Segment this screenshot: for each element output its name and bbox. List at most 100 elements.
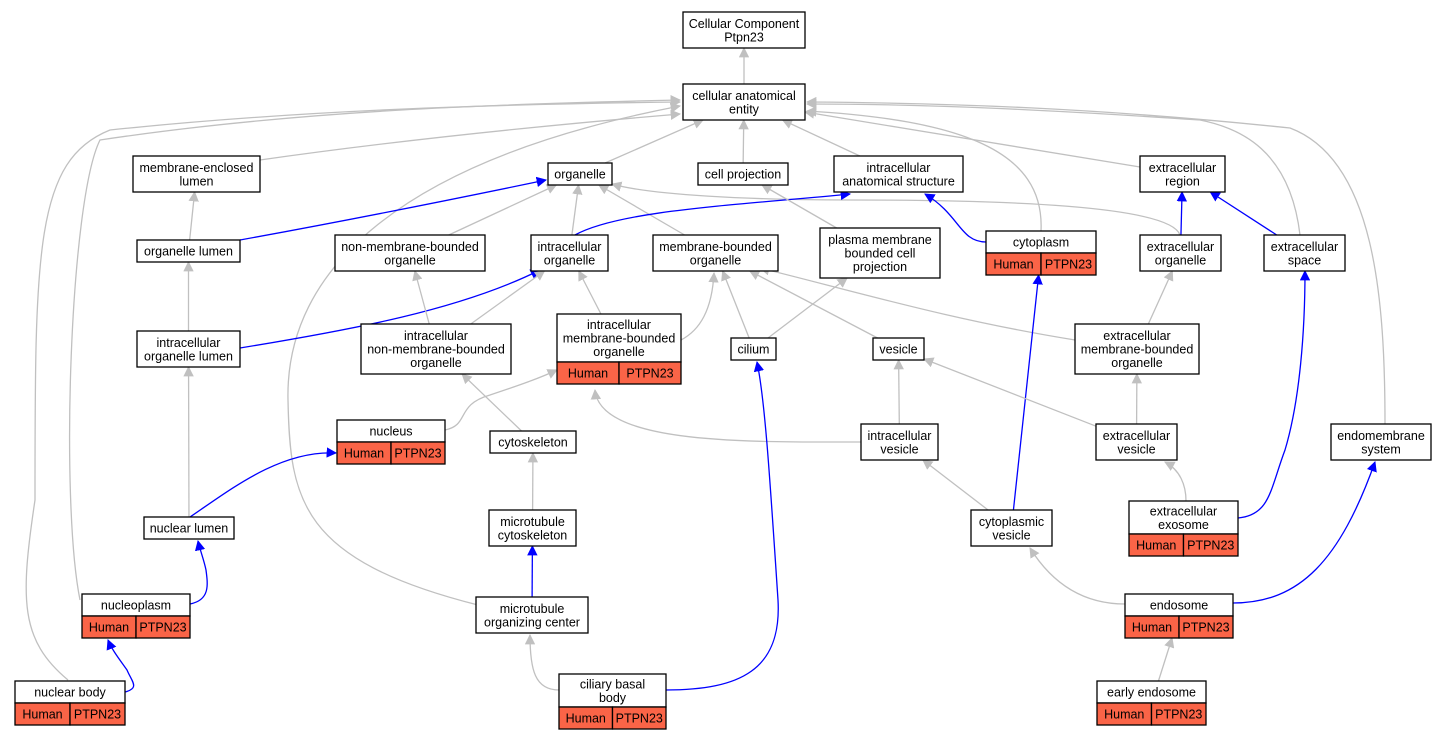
node-box: [652, 234, 779, 272]
node-label-line: cytoplasm: [1013, 236, 1069, 250]
edge-imbo-to-mbo: [680, 271, 719, 341]
node-label-line: intracellular: [867, 161, 931, 175]
node-box: [334, 234, 486, 272]
edge-line: [1012, 273, 1043, 511]
node-label-line: organelle: [410, 356, 461, 370]
edge-exorg-to-organelle: [611, 181, 1181, 236]
edge-line: [574, 189, 852, 236]
edge-exves-to-vesicle: [923, 357, 1097, 427]
edge-endosome-to-cytoves: [1029, 547, 1126, 605]
edge-line: [578, 270, 602, 315]
edge-orglumen-to-mel: [188, 190, 199, 241]
node-cilium[interactable]: cilium: [730, 337, 777, 361]
annotation-gene-cell: [1150, 702, 1207, 726]
edge-nuclumen-to-nucleus: [189, 447, 338, 518]
node-nuclumen[interactable]: nuclear lumen: [143, 516, 235, 540]
node-label-line: membrane-enclosed: [140, 161, 254, 175]
node-box: [860, 423, 939, 461]
node-label-line: anatomical structure: [842, 174, 955, 188]
edge-cbb-to-cilium: [665, 360, 779, 691]
node-vesicle[interactable]: vesicle: [872, 337, 925, 361]
node-label-line: intracellular: [587, 318, 651, 332]
edge-exosome-to-exves: [1164, 461, 1187, 502]
annotation-species-label: Human: [22, 708, 62, 722]
edge-line: [239, 269, 541, 349]
node-box: [819, 227, 941, 279]
edge-pmbcp-to-cellproj: [761, 184, 837, 229]
edge-orglumen-to-organelle: [239, 176, 548, 241]
edge-line: [604, 119, 704, 164]
node-label-line: intracellular: [404, 329, 468, 343]
node-label-line: lumen: [179, 174, 213, 188]
edge-ias-to-cae: [781, 119, 861, 157]
node-box: [1128, 500, 1239, 535]
edge-line: [1029, 547, 1126, 605]
edge-line: [781, 119, 861, 157]
node-label-line: cytoskeleton: [498, 528, 568, 542]
node-label-line: ciliary basal: [580, 677, 645, 691]
node-label-line: extracellular: [1271, 240, 1338, 254]
node-label-line: membrane-bounded: [563, 332, 676, 346]
node-orglumen[interactable]: organelle lumen: [136, 239, 241, 263]
node-box: [475, 596, 589, 634]
edge-line: [597, 184, 685, 236]
edge-line: [287, 102, 682, 606]
annotation-gene-cell: [390, 441, 446, 465]
node-imbo[interactable]: intracellularmembrane-boundedorganelleHu…: [556, 313, 682, 385]
node-label-line: extracellular: [1103, 329, 1170, 343]
annotation-gene-label: PTPN23: [1187, 539, 1234, 553]
edge-nucbody-to-cae: [25, 96, 682, 681]
node-label-line: extracellular: [1147, 240, 1214, 254]
edge-cilium-to-pmbcp: [767, 277, 848, 339]
edge-line: [524, 633, 560, 691]
node-label-line: body: [599, 691, 627, 705]
node-box: [970, 509, 1053, 547]
edge-exmbo-to-exorg: [1147, 270, 1174, 325]
node-label-line: organelle lumen: [144, 349, 233, 363]
node-cytoskeleton[interactable]: cytoskeleton: [489, 430, 577, 454]
node-inmbo[interactable]: intracellularnon-membrane-boundedorganel…: [360, 323, 512, 375]
node-label-line: projection: [853, 260, 907, 274]
edge-line: [1237, 269, 1311, 519]
annotation-gene-cell: [135, 615, 191, 639]
edge-line: [461, 373, 522, 432]
edge-vesicle-to-mbo: [748, 270, 878, 339]
annotation-species-label: Human: [1136, 539, 1176, 553]
edge-mbo-to-organelle: [597, 184, 685, 236]
node-organelle[interactable]: organelle: [547, 162, 613, 186]
node-cellproj[interactable]: cell projection: [697, 162, 789, 186]
node-box: [530, 234, 609, 272]
edge-line: [448, 184, 558, 236]
annotation-gene-label: PTPN23: [616, 712, 663, 726]
edge-line: [470, 270, 546, 325]
node-label-line: plasma membrane: [828, 233, 932, 247]
edge-inmbo-to-nmbo: [412, 269, 430, 325]
